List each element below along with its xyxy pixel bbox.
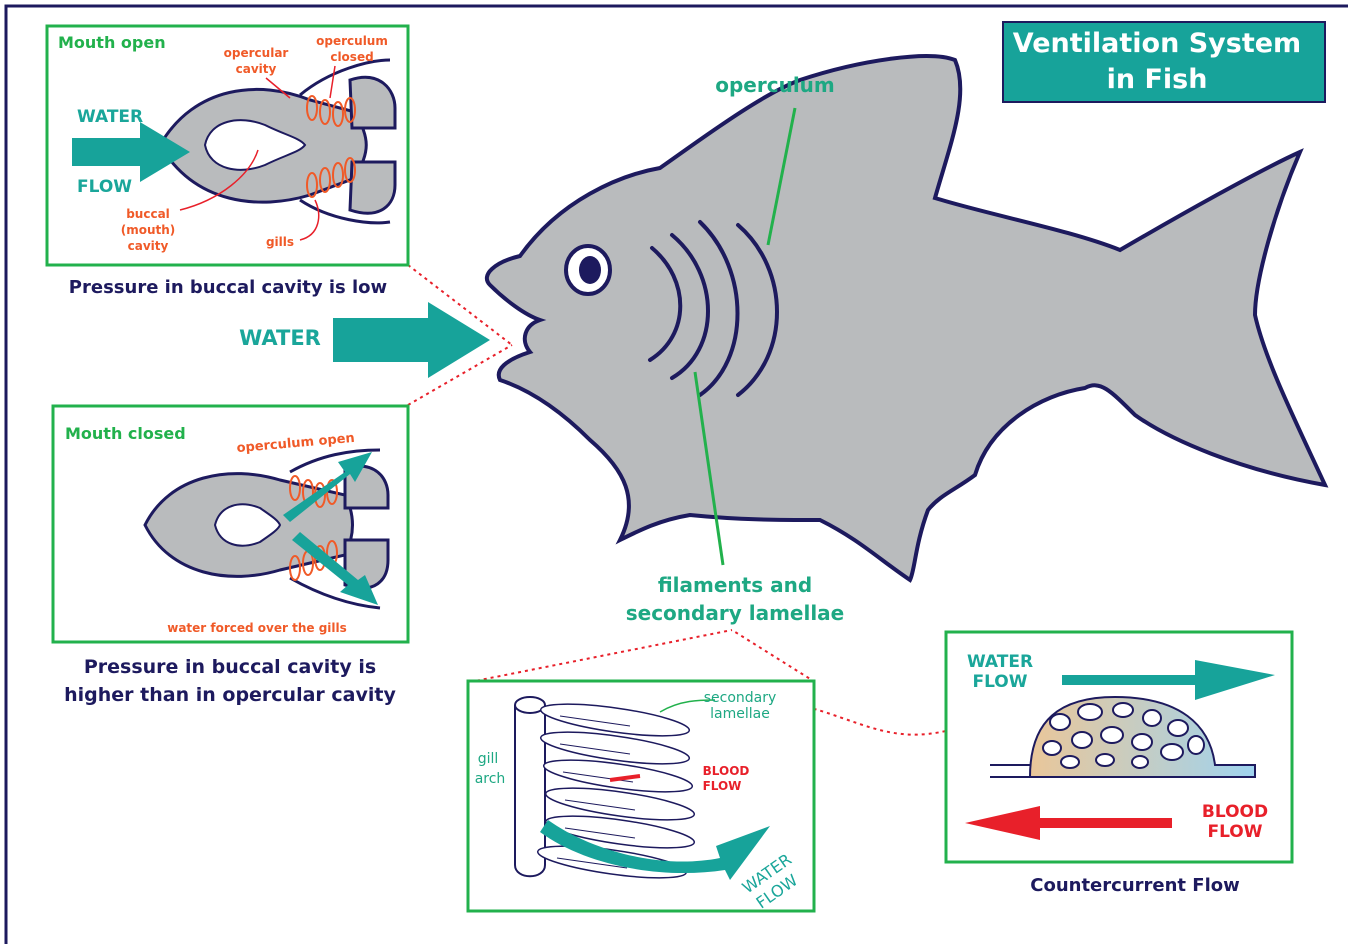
panel-gill-arch: secondary lamellae gill arch BLOOD FLOW … xyxy=(468,681,814,912)
buccal-label-1: buccal xyxy=(126,207,170,221)
gill-arch-label-1: gill xyxy=(478,751,499,767)
title-line-1: Ventilation System xyxy=(1013,28,1301,59)
caption-mouth-closed-2: higher than in opercular cavity xyxy=(64,684,396,706)
title-line-2: in Fish xyxy=(1107,64,1208,95)
operculum-closed-label-2: closed xyxy=(330,50,373,64)
fish-body xyxy=(487,56,1325,580)
water-inflow-arrow: WATER xyxy=(239,302,490,378)
mouth-closed-heading: Mouth closed xyxy=(65,424,186,443)
panel-countercurrent: WATER FLOW BLOOD FLOW xyxy=(946,632,1292,862)
counter-water-label-1: WATER xyxy=(967,652,1033,672)
water-label: WATER xyxy=(239,326,321,350)
panel-mouth-open: Mouth open WATER FLOW opercular cavity o… xyxy=(47,26,408,265)
caption-mouth-open: Pressure in buccal cavity is low xyxy=(69,277,387,298)
counter-blood-label-1: BLOOD xyxy=(1202,802,1268,822)
gill-arch-label-2: arch xyxy=(475,771,506,787)
secondary-lamellae-label-1: secondary xyxy=(704,690,777,706)
fish-pupil xyxy=(579,256,601,284)
buccal-label-3: cavity xyxy=(128,239,169,253)
secondary-lamellae-label-2: lamellae xyxy=(710,706,770,722)
mouth-open-heading: Mouth open xyxy=(58,33,166,52)
operculum-closed-label-1: operculum xyxy=(316,34,388,48)
gill-blood-label-2: FLOW xyxy=(703,779,742,793)
buccal-label-2: (mouth) xyxy=(121,223,176,237)
panel-mouth-closed: Mouth closed operculum open water forced… xyxy=(53,406,408,642)
open-water-label: WATER xyxy=(77,107,143,127)
title-box: Ventilation System in Fish xyxy=(1003,22,1325,102)
counter-water-label-2: FLOW xyxy=(972,672,1027,692)
gills-label: gills xyxy=(266,235,294,249)
opercular-cavity-label-1: opercular xyxy=(224,46,289,60)
opercular-cavity-label-2: cavity xyxy=(236,62,277,76)
gill-blood-label-1: BLOOD xyxy=(703,764,750,778)
counter-blood-label-2: FLOW xyxy=(1207,822,1262,842)
filaments-label-2: secondary lamellae xyxy=(626,601,845,625)
fish-illustration: operculum filaments and secondary lamell… xyxy=(487,56,1325,625)
water-forced-label: water forced over the gills xyxy=(167,621,347,635)
caption-countercurrent: Countercurrent Flow xyxy=(1030,875,1240,896)
open-flow-label: FLOW xyxy=(77,177,132,197)
caption-mouth-closed-1: Pressure in buccal cavity is xyxy=(84,656,376,678)
filaments-label-1: filaments and xyxy=(658,573,812,597)
operculum-label: operculum xyxy=(715,73,835,97)
